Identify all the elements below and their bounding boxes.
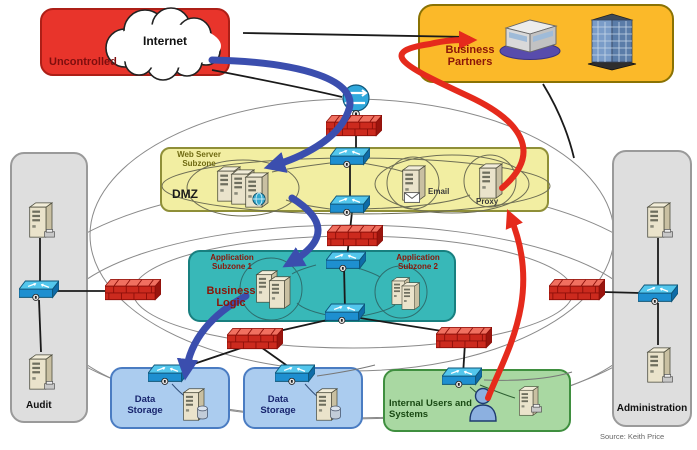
- firewall-icon: [436, 327, 492, 349]
- internet-cloud-icon: [105, 7, 221, 81]
- dmz-label: DMZ: [172, 187, 198, 201]
- business-partners-label: Business Partners: [445, 44, 495, 69]
- firewall-icon: [327, 225, 383, 247]
- audit-label: Audit: [26, 400, 52, 411]
- red-flow-arrow-2: [398, 30, 527, 191]
- red-flow-arrow-1: [485, 209, 527, 401]
- switch-icon: [326, 251, 366, 273]
- switch-icon: [638, 284, 678, 306]
- switch-icon: [325, 303, 365, 325]
- firewall-icon: [105, 279, 161, 301]
- flow-arrows: [176, 30, 527, 401]
- switch-icon: [442, 367, 482, 389]
- administration-label: Administration: [616, 403, 688, 414]
- peripheral-icon: [531, 404, 542, 413]
- peripheral-icon: [44, 229, 55, 238]
- switch-icon: [275, 364, 315, 386]
- app-server-icon: [269, 276, 291, 309]
- switch-icon: [330, 195, 370, 217]
- app-subzone-1-label: Application Subzone 1: [210, 253, 254, 271]
- data-storage-right-label: Data Storage: [260, 394, 296, 416]
- blue-flow-arrow-1: [208, 56, 354, 173]
- blue-flow-arrow-2: [282, 194, 322, 268]
- switch-icon: [19, 280, 59, 302]
- peripheral-icon: [662, 374, 673, 383]
- envelope-icon: [404, 192, 420, 203]
- switch-icon: [148, 364, 188, 386]
- proxy-server-icon: [479, 163, 503, 199]
- partner-tower-icon: [587, 13, 637, 71]
- switch-icon: [330, 147, 370, 169]
- globe-icon: [252, 192, 266, 206]
- email-label: Email: [428, 187, 450, 196]
- peripheral-icon: [44, 381, 55, 390]
- firewall-icon: [227, 328, 283, 350]
- partner-building-icon: [499, 19, 561, 60]
- proxy-label: Proxy: [476, 197, 499, 206]
- data-storage-left-label: Data Storage: [127, 394, 163, 416]
- blue-flow-arrow-3: [176, 292, 250, 381]
- internal-users-label: Internal Users and Systems: [389, 398, 472, 420]
- business-logic-label: Business Logic: [206, 285, 256, 310]
- subzone-rings: [161, 154, 573, 399]
- devices: [19, 13, 678, 422]
- peripheral-icon: [662, 229, 673, 238]
- storage-drum-icon: [197, 405, 208, 420]
- storage-drum-icon: [330, 405, 341, 420]
- app-subzone-2-label: Application Subzone 2: [396, 253, 440, 271]
- firewall-icon: [549, 279, 605, 301]
- internet-label: Internet: [142, 34, 187, 48]
- uncontrolled-label: Uncontrolled: [49, 56, 117, 68]
- source-note: Source: Keith Price: [600, 432, 665, 441]
- web-server-subzone-label: Web Server Subzone: [177, 150, 221, 168]
- app-server-icon: [401, 282, 420, 310]
